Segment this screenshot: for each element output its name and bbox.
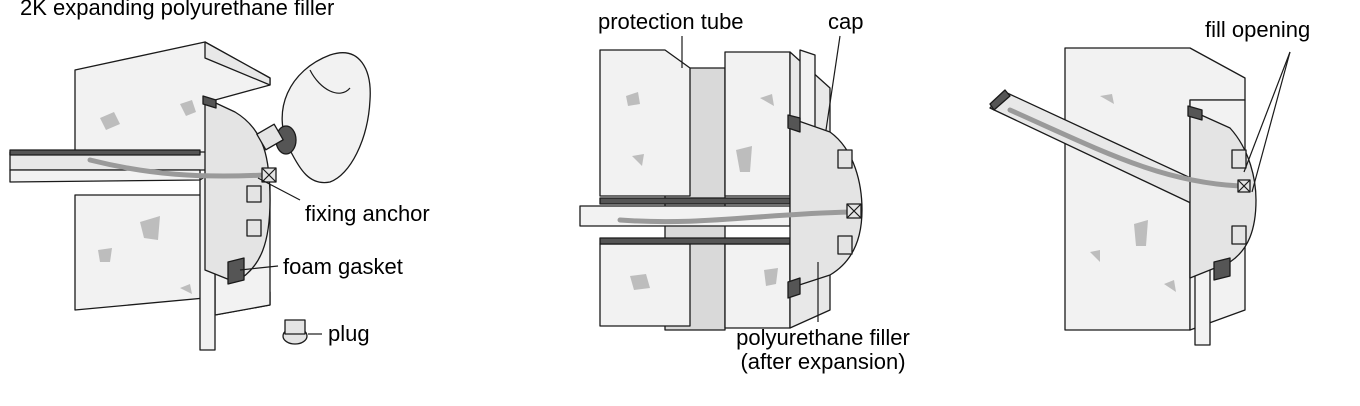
cap-part-3: [1187, 105, 1257, 281]
panel-3-fill-opening: [989, 47, 1291, 346]
fixing-anchor-2: [846, 203, 862, 219]
panel-1-filling-stage: [9, 41, 371, 351]
label-2k-filler: 2K expanding polyurethane filler: [20, 0, 335, 20]
cap-part: [787, 114, 863, 299]
label-protection-tube: protection tube: [598, 9, 744, 34]
label-plug: plug: [328, 321, 370, 346]
fixing-anchor: [261, 167, 277, 183]
label-pu-filler: polyurethane filler (after expansion): [708, 326, 938, 374]
label-pu-filler-line2: (after expansion): [740, 349, 906, 374]
panel-2-after-expansion: [579, 35, 863, 331]
filler-cartridge: [256, 52, 371, 184]
label-pu-filler-line1: polyurethane filler: [736, 325, 910, 350]
sealing-cap: [202, 95, 271, 285]
label-fill-opening: fill opening: [1205, 17, 1311, 42]
label-foam-gasket: foam gasket: [283, 254, 403, 279]
plug-part: [282, 319, 308, 345]
fill-opening-part: [1237, 179, 1251, 193]
label-fixing-anchor: fixing anchor: [305, 201, 430, 226]
label-cap: cap: [828, 9, 864, 34]
